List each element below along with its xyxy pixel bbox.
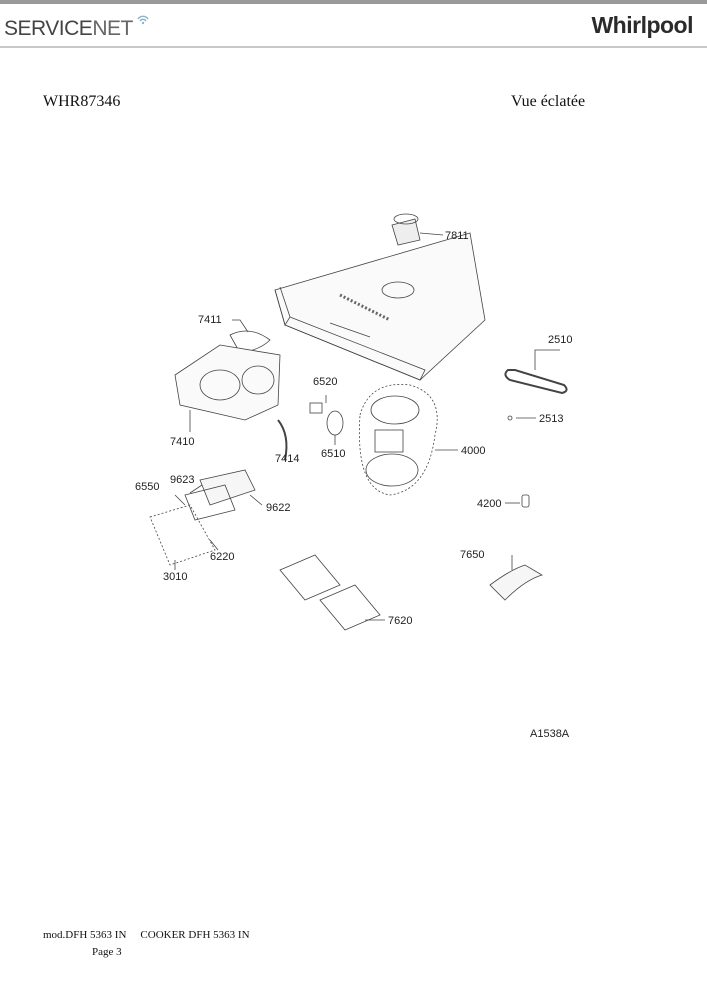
label-7811: 7811 <box>445 230 469 242</box>
label-6510: 6510 <box>321 448 345 460</box>
servicenet-logo-net: NET <box>92 17 133 40</box>
footer-cooker: COOKER DFH 5363 IN <box>140 929 250 941</box>
lamp-holder <box>309 402 323 414</box>
model-number: WHR87346 <box>43 93 121 110</box>
label-2513: 2513 <box>539 413 563 425</box>
footer-mod: mod.DFH 5363 IN <box>43 929 127 941</box>
diagram-reference: A1538A <box>530 728 570 740</box>
label-2510: 2510 <box>548 334 572 346</box>
label-7414: 7414 <box>275 453 299 465</box>
label-7620: 7620 <box>388 615 412 627</box>
grease-filters <box>279 554 381 631</box>
label-4000: 4000 <box>461 445 485 457</box>
label-6520: 6520 <box>313 376 337 388</box>
label-7411: 7411 <box>198 314 222 326</box>
seal-ring <box>504 369 568 395</box>
exploded-view-diagram: 7811 2510 7411 6520 2513 7410 7414 6510 … <box>130 205 600 815</box>
top-border <box>0 0 707 4</box>
servicenet-logo: SERVICENET <box>4 15 150 41</box>
page-number: Page 3 <box>92 946 122 958</box>
fan-housing <box>174 344 281 421</box>
label-4200: 4200 <box>477 498 501 510</box>
diagram-svg: 7811 2510 7411 6520 2513 7410 7414 6510 … <box>135 213 572 740</box>
control-panel <box>149 469 256 566</box>
wifi-signal-icon <box>137 15 149 25</box>
clip-part <box>521 494 530 508</box>
whirlpool-logo: Whirlpool <box>591 12 693 38</box>
label-9623: 9623 <box>170 474 194 486</box>
hood-body <box>274 232 486 381</box>
top-connector <box>391 213 421 246</box>
view-title: Vue éclatée <box>511 93 586 110</box>
header-divider <box>0 46 707 48</box>
label-3010: 3010 <box>163 571 187 583</box>
lamp-bulb <box>326 410 344 436</box>
servicenet-logo-text: SERVICE <box>4 17 93 40</box>
label-6220: 6220 <box>210 551 234 563</box>
motor-assembly <box>359 383 438 496</box>
label-7650: 7650 <box>460 549 484 561</box>
carbon-filter <box>489 564 543 601</box>
label-7410: 7410 <box>170 436 194 448</box>
footer-model-line: mod.DFH 5363 IN COOKER DFH 5363 IN <box>43 929 264 941</box>
label-9622: 9622 <box>266 502 290 514</box>
label-6550: 6550 <box>135 481 159 493</box>
